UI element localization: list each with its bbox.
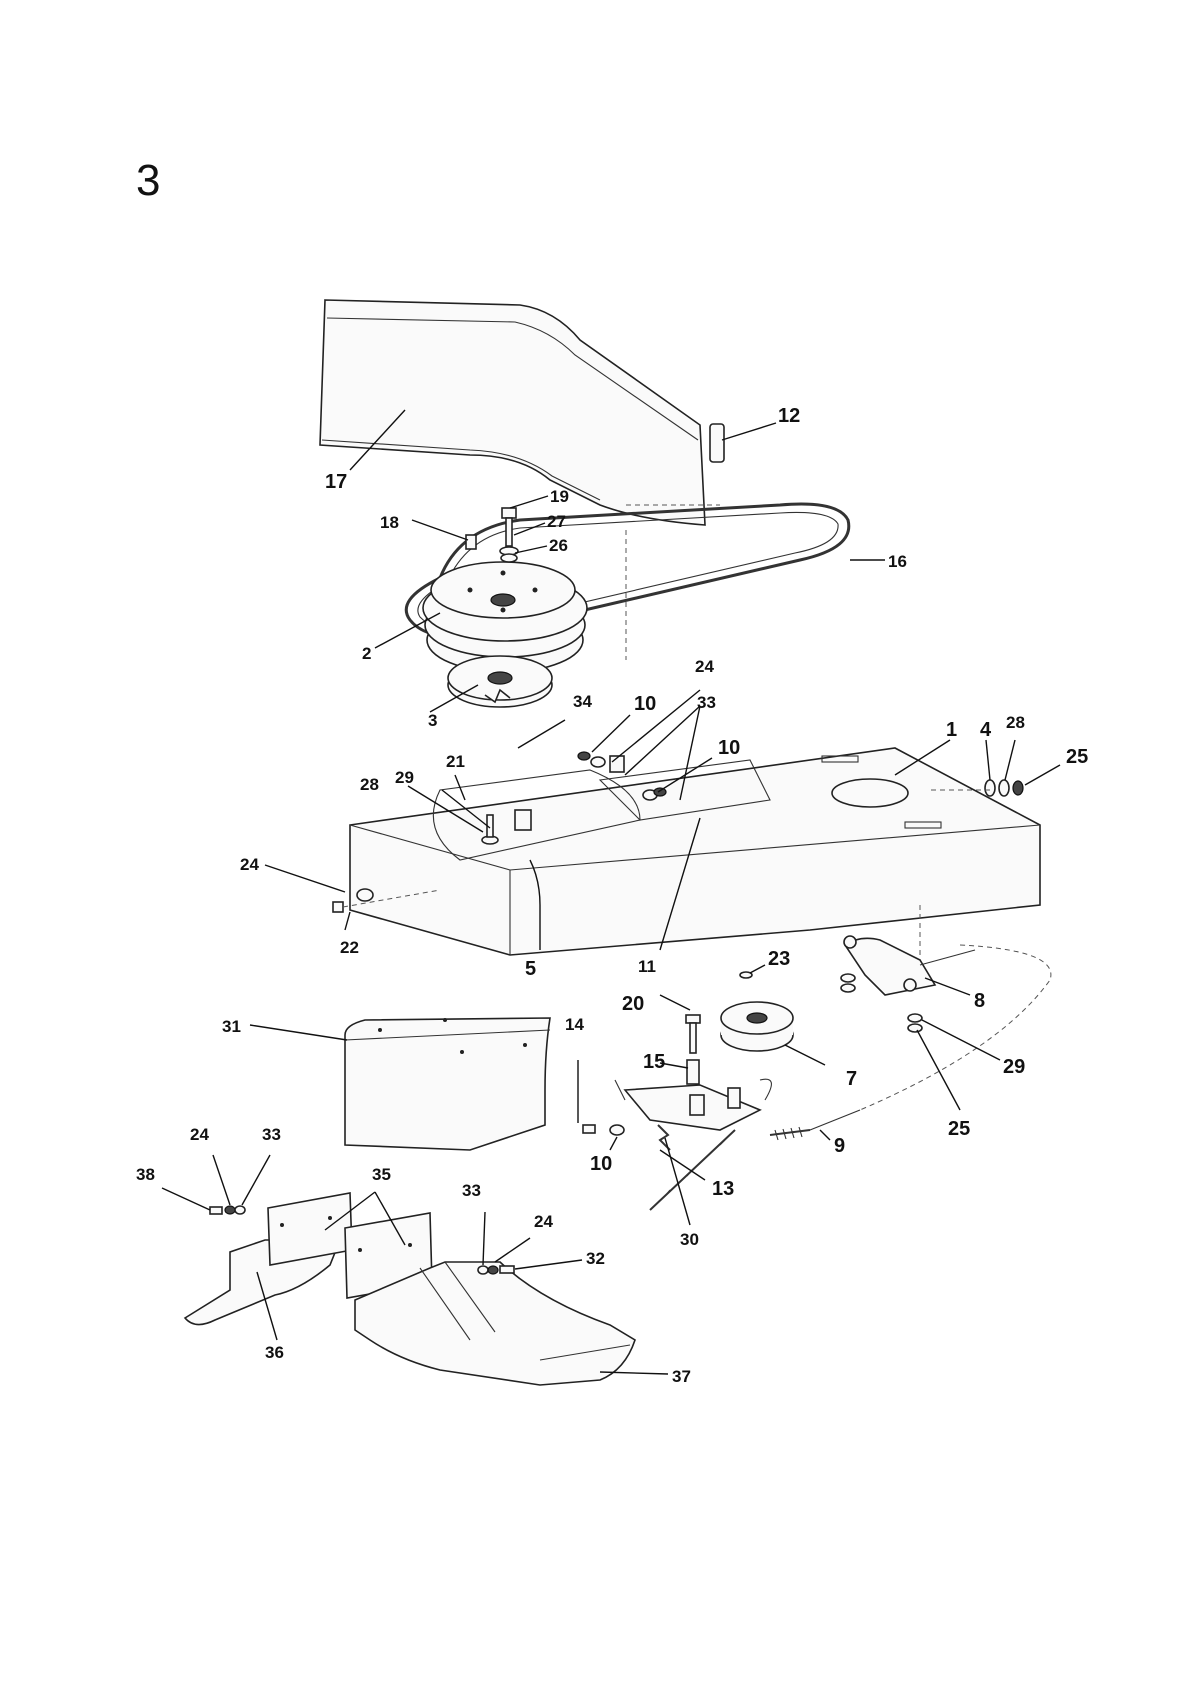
callout-32: 32 xyxy=(586,1249,605,1268)
callout-labels: 12 17 19 18 27 26 16 2 24 34 10 33 3 10 … xyxy=(136,405,1088,1386)
callout-27: 27 xyxy=(547,512,566,531)
callout-7: 7 xyxy=(846,1068,857,1090)
callout-24-top: 24 xyxy=(695,657,714,676)
part-31-shield xyxy=(344,1017,551,1151)
part-17-cover xyxy=(319,299,706,526)
callout-25-bottom: 25 xyxy=(948,1118,970,1140)
callout-11: 11 xyxy=(638,957,656,976)
part-12-clip xyxy=(709,423,725,463)
part-9-spring xyxy=(769,1109,861,1141)
callout-22: 22 xyxy=(340,938,359,957)
callout-10-low: 10 xyxy=(590,1153,612,1175)
leader-lines xyxy=(161,409,1061,1375)
callout-15: 15 xyxy=(643,1051,665,1073)
callout-28-right: 28 xyxy=(1006,713,1025,732)
part-13-tension-arm xyxy=(614,1078,772,1211)
callout-13: 13 xyxy=(712,1178,734,1200)
callout-33-chute-left: 33 xyxy=(262,1125,281,1144)
part-37-large-chute xyxy=(354,1261,636,1386)
callout-5: 5 xyxy=(525,958,536,980)
callout-25-top: 25 xyxy=(1066,746,1088,768)
callout-1: 1 xyxy=(946,719,957,741)
callout-36: 36 xyxy=(265,1343,284,1362)
part-1-base-plate xyxy=(349,747,1041,956)
part-14-bolt xyxy=(582,1124,596,1134)
part-8-bracket xyxy=(840,935,976,1033)
callout-8: 8 xyxy=(974,990,985,1012)
callout-14: 14 xyxy=(565,1015,584,1034)
callout-37: 37 xyxy=(672,1367,691,1386)
callout-33-chute-right: 33 xyxy=(462,1181,481,1200)
callout-28-left: 28 xyxy=(360,775,379,794)
callout-21: 21 xyxy=(446,752,465,771)
callout-20: 20 xyxy=(622,993,644,1015)
callout-24-left: 24 xyxy=(240,855,259,874)
callout-12: 12 xyxy=(778,405,800,427)
callout-34: 34 xyxy=(573,692,592,711)
callout-23: 23 xyxy=(768,948,790,970)
part-7-idler-pulley xyxy=(720,1001,794,1052)
part-2-pulley xyxy=(422,561,588,673)
callout-24-chute-right: 24 xyxy=(534,1212,553,1231)
pulley-fasteners xyxy=(465,507,519,563)
callout-17: 17 xyxy=(325,471,347,493)
callout-18: 18 xyxy=(380,513,399,532)
callout-31: 31 xyxy=(222,1017,241,1036)
callout-10-top: 10 xyxy=(634,693,656,715)
callout-26: 26 xyxy=(549,536,568,555)
callout-4: 4 xyxy=(980,719,992,741)
callout-35: 35 xyxy=(372,1165,391,1184)
callout-38: 38 xyxy=(136,1165,155,1184)
callout-9: 9 xyxy=(834,1135,845,1157)
page-number: 3 xyxy=(136,156,161,205)
callout-33-top: 33 xyxy=(697,693,716,712)
callout-16: 16 xyxy=(888,552,907,571)
callout-24-chute-left: 24 xyxy=(190,1125,209,1144)
callout-30: 30 xyxy=(680,1230,699,1249)
callout-2: 2 xyxy=(362,644,371,663)
part-16-belt xyxy=(404,502,851,638)
part-23-washer xyxy=(739,971,753,979)
callout-19: 19 xyxy=(550,487,569,506)
callout-29-left: 29 xyxy=(395,768,414,787)
callout-29-right: 29 xyxy=(1003,1056,1025,1078)
callout-3: 3 xyxy=(428,711,437,730)
part-20-15-bolt-spacer xyxy=(685,1014,701,1085)
part-3-hub xyxy=(447,655,553,708)
callout-10-mid: 10 xyxy=(718,737,740,759)
part-10-nut xyxy=(609,1124,625,1136)
chute-fasteners xyxy=(209,1205,515,1275)
